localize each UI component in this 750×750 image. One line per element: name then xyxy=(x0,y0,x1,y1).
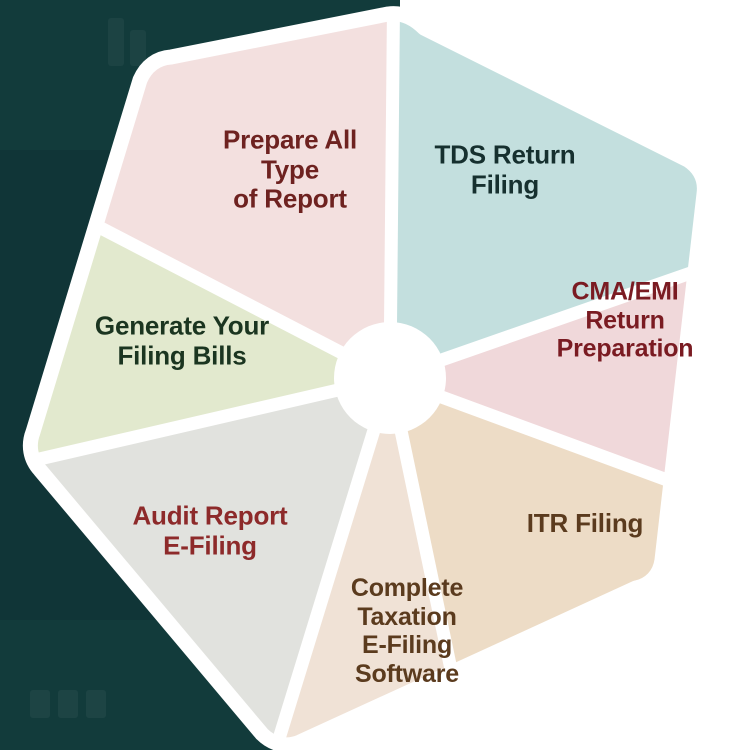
wedge-itr-filing[interactable] xyxy=(390,378,750,750)
segment-label-cma-emi-return-preparation: CMA/EMI Return Preparation xyxy=(556,277,694,363)
wheel-center-hole[interactable] xyxy=(334,322,446,434)
wedge-tds-return-filing[interactable] xyxy=(390,0,750,378)
segment-label-tds-return-filing: TDS Return Filing xyxy=(434,139,576,199)
wheel-outer-rim xyxy=(22,6,712,750)
segment-label-prepare-all-type-of-report: Prepare All Type of Report xyxy=(222,124,358,214)
segment-label-audit-report-e-filing: Audit Report E-Filing xyxy=(132,500,288,560)
segment-label-itr-filing: ITR Filing xyxy=(526,508,644,539)
wedge-audit-report-e-filing[interactable] xyxy=(0,378,390,750)
segment-label-generate-your-filing-bills: Generate Your Filing Bills xyxy=(94,310,270,370)
segment-label-complete-taxation-e-filing-software: Complete Taxation E-Filing Software xyxy=(350,574,464,688)
